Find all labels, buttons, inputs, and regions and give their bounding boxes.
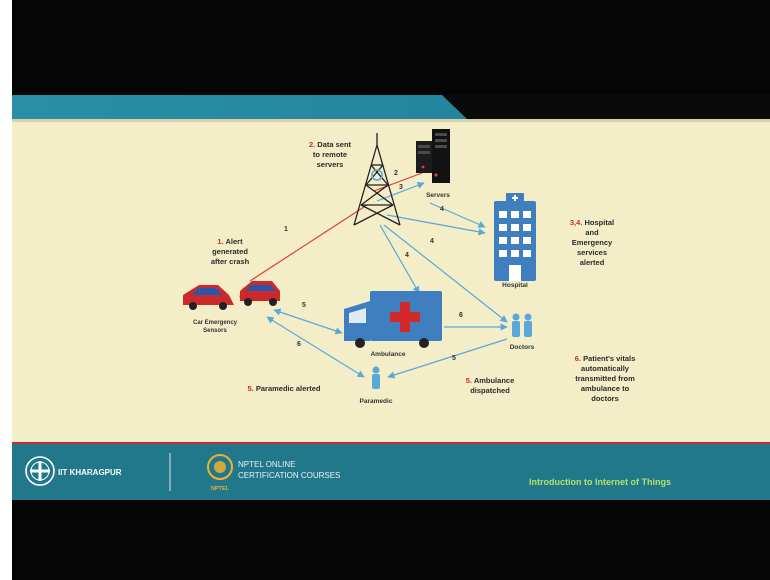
- step-2-line3: servers: [317, 160, 344, 169]
- servers-icon: [416, 129, 450, 183]
- step-34-number: 3,4.: [570, 218, 583, 227]
- hospital-label: Hospital: [502, 282, 528, 289]
- step-1-number: 1.: [217, 237, 223, 246]
- step-6-line2: automatically: [581, 364, 630, 373]
- servers-label: Servers: [426, 192, 450, 199]
- step-5b-number: 5.: [466, 376, 472, 385]
- slide-canvas: 1 2 3 4 4 4 5 6 6 5: [12, 95, 770, 500]
- edge-tower-doctors: [383, 224, 508, 323]
- step-34-line3: Emergency: [572, 238, 613, 247]
- edge-car-ambulance: [273, 308, 343, 335]
- step-1-line3: after crash: [211, 257, 250, 266]
- program-line2: CERTIFICATION COURSES: [238, 471, 340, 480]
- radio-tower-icon: [353, 133, 401, 226]
- step-2-line2: to remote: [313, 150, 347, 159]
- step-5a-number: 5.: [248, 384, 254, 393]
- edge-label-servers-hospital: 4: [440, 206, 444, 213]
- edge-tower-servers-a: [373, 172, 423, 192]
- edge-label-car-tower: 1: [284, 226, 288, 233]
- step-1-line1: Alert: [225, 237, 243, 246]
- edge-label-tower-ambulance: 4: [405, 252, 409, 259]
- program-line1: NPTEL ONLINE: [238, 460, 296, 469]
- svg-text:6. Patient's vitals: 6. Patient's vitals: [575, 354, 636, 363]
- car-crash-icon: [183, 281, 280, 310]
- svg-text:1. Alert: 1. Alert: [217, 237, 243, 246]
- edge-tower-hospital: [386, 214, 486, 236]
- edge-tower-servers-b: [376, 181, 425, 202]
- hospital-icon: [494, 193, 536, 281]
- lecture-slide: 1 2 3 4 4 4 5 6 6 5: [12, 95, 770, 500]
- step-6-line4: ambulance to: [581, 384, 630, 393]
- svg-text:5. Paramedic alerted: 5. Paramedic alerted: [248, 384, 321, 393]
- step-5-paramedic-text: 5. Paramedic alerted: [248, 384, 321, 393]
- step-5b-line2: dispatched: [470, 386, 510, 395]
- step-5-ambulance-text: 5. Ambulance dispatched: [466, 376, 515, 395]
- edge-label-tower-hospital: 4: [430, 238, 434, 245]
- edge-label-car-ambulance: 5: [302, 302, 306, 309]
- step-34-line4: services: [577, 248, 607, 257]
- car-label-line1: Car Emergency: [193, 320, 238, 326]
- step-5b-line1: Ambulance: [474, 376, 514, 385]
- step-6-line1: Patient's vitals: [583, 354, 635, 363]
- step-34-text: 3,4. Hospital and Emergency services ale…: [570, 218, 614, 267]
- nptel-logo-caption: NPTEL: [211, 486, 230, 492]
- step-34-line1: Hospital: [585, 218, 615, 227]
- nptel-logo-icon: [207, 454, 233, 480]
- step-6-text: 6. Patient's vitals automatically transm…: [575, 354, 636, 403]
- step-1-line2: generated: [212, 247, 248, 256]
- edge-label-tower-servers-a: 2: [394, 170, 398, 177]
- step-6-number: 6.: [575, 354, 581, 363]
- edge-label-ambulance-doctors: 6: [459, 312, 463, 319]
- step-6-line5: doctors: [591, 394, 619, 403]
- ambulance-label: Ambulance: [370, 351, 405, 358]
- edge-label-tower-servers-b: 3: [399, 184, 403, 191]
- edge-label-car-paramedic: 6: [297, 341, 301, 348]
- car-label-line2: Sensors: [203, 328, 227, 334]
- step-2-text: 2. Data sent to remote servers: [309, 140, 352, 169]
- institute-name: IIT KHARAGPUR: [58, 468, 122, 477]
- edge-doctors-paramedic: [387, 338, 508, 379]
- top-letterbox: [12, 0, 770, 95]
- svg-text:2. Data sent: 2. Data sent: [309, 140, 352, 149]
- edge-servers-hospital: [429, 202, 486, 228]
- svg-text:3,4. Hospital: 3,4. Hospital: [570, 218, 614, 227]
- step-6-line3: transmitted from: [575, 374, 635, 383]
- diagram-edges: [249, 172, 508, 379]
- paramedic-label: Paramedic: [360, 398, 393, 405]
- course-title: Introduction to Internet of Things: [529, 477, 671, 487]
- step-1-text: 1. Alert generated after crash: [211, 237, 250, 266]
- slide-footer: IIT KHARAGPUR NPTEL NPTEL ONLINE CERTIFI…: [12, 442, 770, 500]
- doctors-label: Doctors: [510, 344, 535, 351]
- doctors-icon: [512, 313, 532, 337]
- edge-car-paramedic: [266, 316, 365, 378]
- iit-kharagpur-logo-icon: [25, 456, 55, 486]
- paramedic-icon: [372, 366, 380, 389]
- edge-label-doctors-paramedic: 5: [452, 355, 456, 362]
- edge-tower-ambulance: [379, 224, 420, 294]
- step-2-line1: Data sent: [317, 140, 351, 149]
- step-34-line5: alerted: [580, 258, 605, 267]
- step-34-line2: and: [585, 228, 599, 237]
- slide-header-band: [12, 95, 770, 122]
- step-2-number: 2.: [309, 140, 315, 149]
- ambulance-icon: [344, 291, 442, 348]
- bottom-letterbox: [12, 500, 770, 580]
- edge-car-tower: [249, 204, 368, 282]
- svg-text:5. Ambulance: 5. Ambulance: [466, 376, 515, 385]
- step-5a-line1: Paramedic alerted: [256, 384, 321, 393]
